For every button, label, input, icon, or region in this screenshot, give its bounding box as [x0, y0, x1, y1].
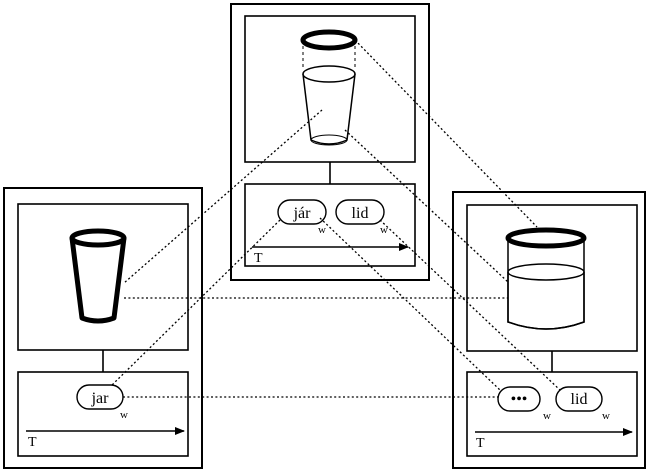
right-panel: ••• w lid w T [452, 191, 646, 469]
top-panel: jár w lid w T [230, 3, 430, 281]
correspondence-links [111, 39, 561, 398]
word-pill-ellipsis [497, 386, 541, 412]
time-axis-label: T [476, 436, 485, 451]
word-pill-lid [555, 386, 603, 412]
word-jar: jar [91, 390, 110, 407]
word-sub-w: w [120, 409, 128, 421]
word-sub-w: w [543, 410, 551, 422]
word-ellipsis: ••• [511, 391, 528, 408]
time-axis-label: T [254, 251, 263, 266]
link-glass-to-jar [344, 129, 509, 283]
time-axis-label: T [28, 435, 37, 450]
link-lid-to-lid [354, 39, 538, 228]
word-jar-accented: jár [293, 205, 312, 222]
right-text-box [466, 371, 638, 457]
link-jar-accented-to-ellipsis [319, 217, 501, 391]
empty-glass-icon [69, 228, 127, 324]
jar-with-lid-icon [505, 227, 587, 330]
glass-with-water-icon [300, 29, 358, 146]
word-pill-lid [335, 199, 385, 225]
word-sub-w: w [380, 224, 388, 236]
top-text-box [244, 183, 416, 267]
word-lid: lid [571, 391, 588, 408]
word-sub-w: w [318, 224, 326, 236]
word-sub-w: w [602, 410, 610, 422]
link-lid-to-lid-word [379, 219, 561, 391]
left-panel: jar w T [3, 187, 203, 469]
word-lid: lid [352, 205, 369, 222]
word-pill-jar-accented [277, 199, 327, 225]
